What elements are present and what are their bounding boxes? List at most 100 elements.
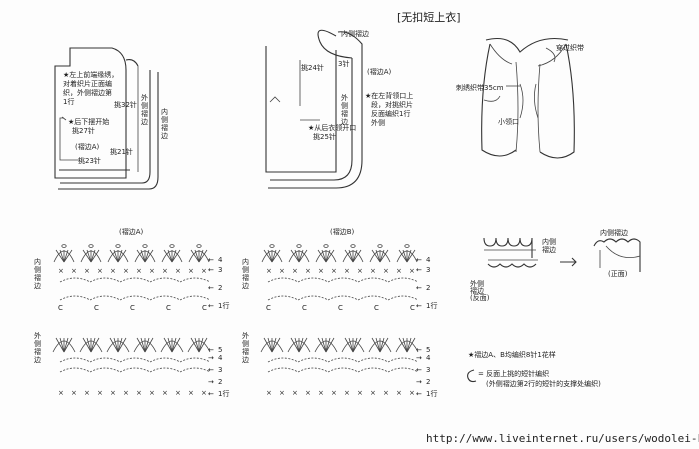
sc-stitch: ×: [357, 267, 363, 275]
left-outer-2: 侧: [141, 101, 148, 110]
sc-stitch: ×: [383, 267, 389, 275]
detail-inner-2: 褶边: [542, 245, 556, 254]
sc-stitch: ×: [188, 267, 194, 275]
left-stitch-21: 挑21针: [110, 147, 133, 156]
row-number: 2: [426, 378, 430, 386]
row-number: 2: [218, 284, 222, 292]
row-number: 2: [426, 284, 430, 292]
row-arrow: →: [208, 378, 214, 386]
row-arrow: →: [416, 378, 422, 386]
left-note-top-4: 1行: [63, 97, 74, 106]
sc-stitch: ×: [383, 389, 389, 397]
sc-stitch: ×: [292, 267, 298, 275]
sc-stitch: ×: [149, 267, 155, 275]
mid-right-note-1: ★在左背领口上: [365, 91, 413, 100]
sc-stitch: ×: [292, 389, 298, 397]
mid-back-note-1: ★从后衣领开口: [308, 123, 356, 132]
sc-stitch: ×: [409, 389, 415, 397]
inner-ruffle-label: 内: [34, 257, 41, 266]
mid-outer-1: 外: [341, 93, 348, 102]
row-arrow: ←: [416, 256, 422, 264]
sc-stitch: ×: [201, 389, 207, 397]
sc-stitch: ×: [97, 267, 103, 275]
mid-outer-3: 褶: [341, 109, 348, 118]
sc-stitch: ×: [409, 267, 415, 275]
sc-stitch: ×: [370, 267, 376, 275]
detail-outer-1: 外侧: [470, 279, 484, 288]
row-number: 4: [218, 256, 223, 264]
sc-stitch: ×: [149, 389, 155, 397]
sc-stitch: ×: [201, 267, 207, 275]
sc-stitch: ×: [370, 389, 376, 397]
row-arrow: →: [416, 354, 422, 362]
ruffle-join-detail: [483, 237, 641, 272]
row-number: 4: [218, 354, 223, 362]
watermark-url: http://www.liveinternet.ru/users/wodolei…: [426, 432, 699, 445]
outer-ruffle-label: 边: [34, 355, 41, 364]
row-number: 4: [426, 256, 431, 264]
legend-note-1: ★褶边A、B均编织8针1花样: [468, 350, 556, 359]
sc-stitch: ×: [266, 389, 272, 397]
mid-ruffle-a: (褶边A): [367, 67, 392, 76]
sc-stitch: ×: [318, 389, 324, 397]
row-arrow: ←: [416, 346, 422, 354]
reverse-sc-symbol: C: [202, 304, 207, 312]
inner-ruffle-label: 褶: [242, 273, 249, 282]
inner-ruffle-label: 边: [242, 281, 249, 290]
inner-ruffle-label: 边: [34, 281, 41, 290]
left-outer-4: 边: [141, 117, 148, 126]
left-stitch-23: 挑23针: [78, 156, 101, 165]
row-arrow: ←: [208, 266, 214, 274]
outer-ruffle-label: 外: [34, 331, 41, 340]
row-arrow: ←: [416, 266, 422, 274]
row-arrow: ←: [208, 256, 214, 264]
back-bodice-schematic: [265, 29, 363, 189]
small-tie-label: 小领口: [498, 117, 519, 126]
row-number: 2: [218, 378, 222, 386]
sc-stitch: ×: [123, 267, 129, 275]
row-arrow: ←: [208, 366, 214, 374]
sc-stitch: ×: [357, 389, 363, 397]
row-number: 5: [426, 346, 430, 354]
left-note-bottom-1: ★后下摆开始: [68, 117, 109, 126]
reverse-sc-symbol: C: [338, 304, 343, 312]
reverse-sc-symbol: [467, 369, 477, 383]
reverse-sc-symbol: C: [130, 304, 135, 312]
reverse-sc-symbol: C: [94, 304, 99, 312]
finished-garment-sketch: [481, 37, 575, 159]
detail-inner-right-2: (正面): [608, 270, 628, 278]
sc-stitch: ×: [305, 267, 311, 275]
row-arrow: ←: [416, 390, 422, 398]
sc-stitch: ×: [344, 389, 350, 397]
sc-stitch: ×: [110, 389, 116, 397]
outer-ruffle-label: 褶: [242, 347, 249, 356]
sc-stitch: ×: [58, 389, 64, 397]
detail-inner-right-1: 内侧褶边: [600, 228, 628, 237]
sc-stitch: ×: [266, 267, 272, 275]
row-arrow: ←: [208, 346, 214, 354]
mid-right-note-2: 段，对挑织片: [371, 100, 413, 109]
mid-right-note-4: 外侧: [371, 118, 385, 127]
sc-stitch: ×: [396, 267, 402, 275]
row-number: 1行: [218, 389, 229, 398]
row-number: 3: [218, 366, 222, 374]
mid-right-note-3: 反面编织1行: [371, 109, 410, 118]
left-note-bottom-2: 挑27针: [72, 126, 95, 135]
row-number: 1行: [426, 301, 437, 310]
legend: ★褶边A、B均编织8针1花样 = 反面上挑的短针编织 (外侧褶边第2行的短针的支…: [467, 350, 601, 388]
inner-ruffle-label: 褶: [34, 273, 41, 282]
chart-a-title: (褶边A): [119, 227, 144, 236]
sc-stitch: ×: [136, 389, 142, 397]
inner-ruffle-label: 内: [242, 257, 249, 266]
left-outer-1: 外: [141, 93, 148, 102]
left-note-top-3: 织，外侧褶边第: [63, 88, 112, 97]
detail-inner-1: 内侧: [542, 237, 556, 246]
sc-stitch: ×: [279, 267, 285, 275]
row-arrow: ←: [416, 284, 422, 292]
row-arrow: ←: [416, 366, 422, 374]
mid-stitch-24: 挑24针: [301, 63, 324, 72]
left-inner-4: 边: [161, 131, 168, 140]
